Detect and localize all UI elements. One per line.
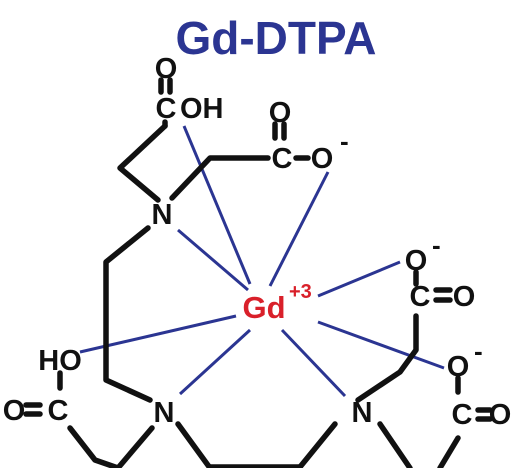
atom-o-right-lower-double: O — [489, 399, 511, 431]
atom-c-right-lower: C — [452, 399, 473, 431]
charge-minus-top-carboxylate: - — [340, 126, 349, 156]
atom-labels: O C OH O C O - N N N O - C O O - C O HO … — [3, 53, 511, 431]
atom-o-top-cooh: O — [155, 53, 178, 85]
atom-o-right-lower-single: O — [447, 351, 470, 383]
atom-c-top-cooh: C — [156, 93, 177, 125]
coordination-bond-carboxylate-top — [268, 171, 330, 287]
coordination-bond-bottom-right-n — [280, 328, 347, 398]
atom-o-top-carboxylate-single: O — [311, 143, 334, 175]
atom-n-bottom-right: N — [352, 397, 373, 429]
atom-o-left-double: O — [3, 395, 26, 427]
coordination-bonds — [79, 125, 445, 398]
atom-o-right-upper-single: O — [405, 245, 428, 277]
atom-oh-top-cooh: OH — [180, 93, 224, 125]
coordination-bond-top-n — [177, 228, 249, 292]
charge-minus-right-upper: - — [432, 230, 441, 260]
charge-minus-right-lower: - — [474, 336, 483, 366]
atom-n-bottom-left: N — [154, 397, 175, 429]
atom-c-top-carboxylate: C — [272, 143, 293, 175]
atom-n-top: N — [152, 199, 173, 231]
atom-c-right-upper: C — [410, 281, 431, 313]
metal-charge: +3 — [289, 281, 312, 303]
atom-ho-left: HO — [38, 345, 82, 377]
coordination-bond-cooh-top — [182, 125, 252, 285]
coordination-bond-carboxylate-right-top — [317, 260, 401, 298]
coordination-bond-carboxylate-right-bottom — [317, 320, 445, 370]
atom-c-left: C — [48, 395, 69, 427]
diagram-title: Gd-DTPA — [175, 12, 376, 64]
metal-symbol: Gd — [242, 290, 285, 325]
coordination-bond-bottom-left-n — [178, 328, 252, 396]
covalent-bonds — [23, 77, 493, 468]
atom-o-right-upper-double: O — [453, 281, 476, 313]
metal-center: Gd +3 — [242, 281, 311, 325]
atom-o-top-carboxylate-double: O — [269, 97, 292, 129]
